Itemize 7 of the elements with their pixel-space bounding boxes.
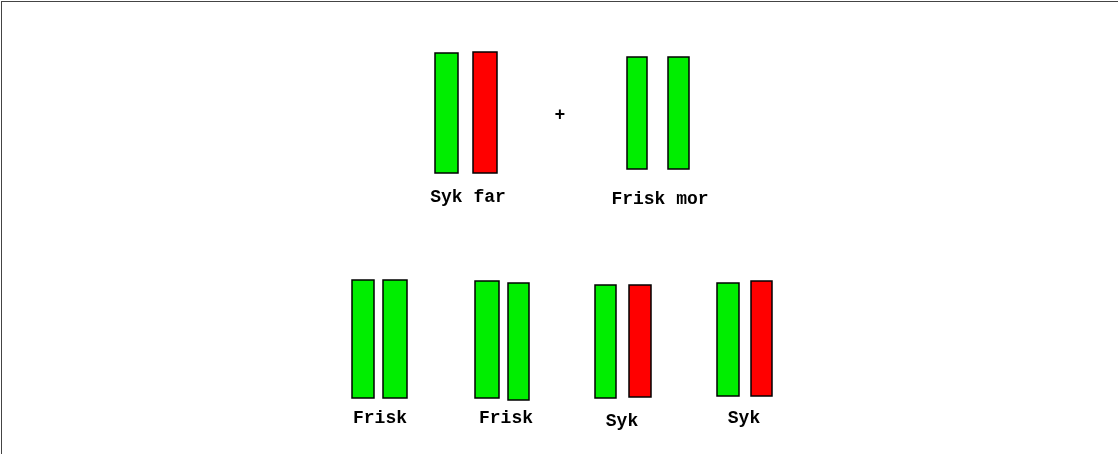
offspring-label: Frisk xyxy=(479,409,533,427)
parent-label: Frisk mor xyxy=(611,190,709,208)
offspring-label: Syk xyxy=(727,409,761,427)
parent-label: Syk far xyxy=(430,188,506,206)
offspring-label: Frisk xyxy=(353,409,407,427)
offspring-label: Syk xyxy=(605,412,639,430)
plus-sign: + xyxy=(554,106,566,124)
